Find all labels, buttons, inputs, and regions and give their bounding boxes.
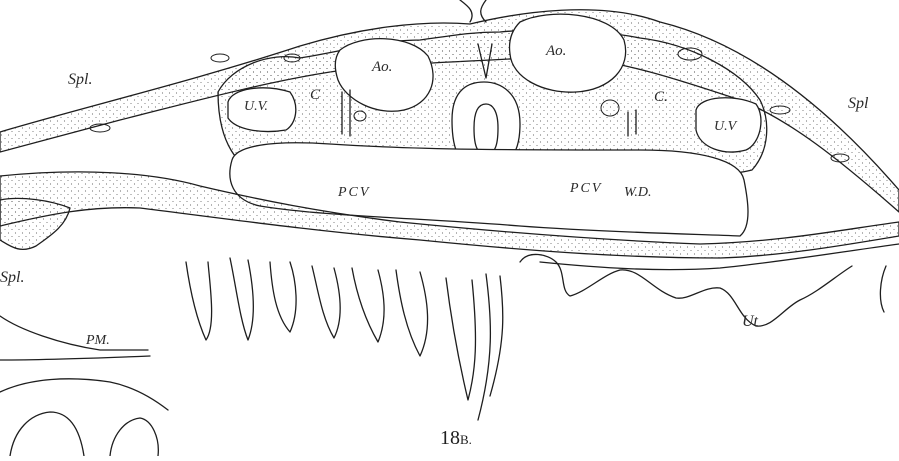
aorta-right — [509, 14, 625, 92]
figure-caption-letter: B. — [460, 432, 472, 447]
label-umbilical-vein-right: U.V — [714, 120, 736, 134]
label-coelom-right: C. — [654, 90, 668, 105]
left-lobe — [0, 198, 70, 249]
label-pcv-right: PCV — [570, 182, 602, 196]
neural-stalk — [460, 0, 486, 22]
label-spl-lower: Spl. — [0, 270, 24, 286]
label-uterus: Ut — [742, 314, 758, 330]
label-spl-left: Spl. — [68, 72, 92, 88]
label-pcv-left: PCV — [338, 186, 370, 200]
uterine-villi — [186, 254, 886, 420]
figure-caption-number: 18 — [440, 427, 460, 449]
label-umbilical-vein-left: U.V. — [244, 100, 268, 114]
label-aorta-right: Ao. — [546, 44, 566, 59]
label-spl-right: Spl — [848, 96, 868, 112]
lower-left-fragment — [0, 316, 168, 456]
label-aorta-left: Ao. — [372, 60, 392, 75]
label-coelom-left: C — [310, 88, 320, 103]
label-wolffian-duct: W.D. — [624, 186, 652, 200]
figure-caption: 18B. — [440, 428, 472, 448]
label-pm: PM. — [86, 334, 110, 348]
